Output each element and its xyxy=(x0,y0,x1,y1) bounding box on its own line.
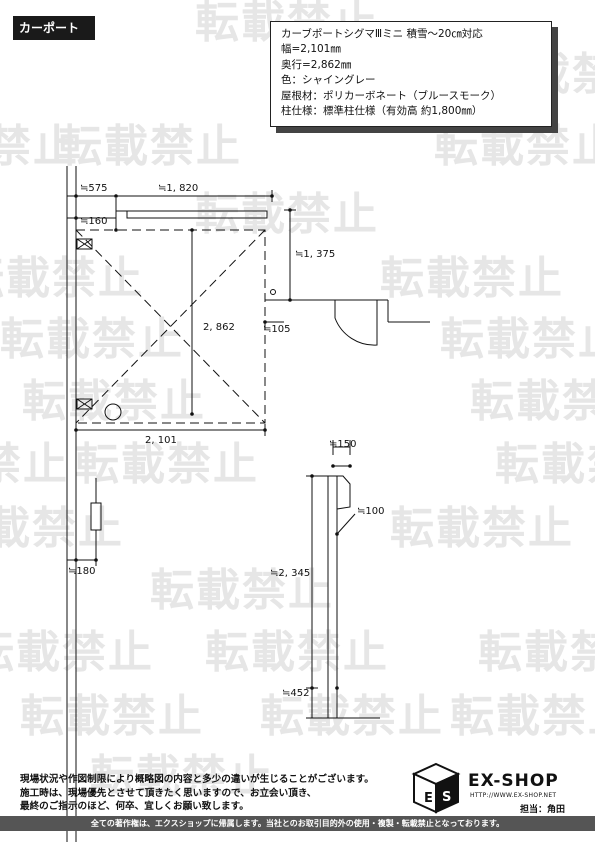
dim-label-150: ≒150 xyxy=(329,439,356,450)
wall-marker xyxy=(90,502,102,531)
pillar-top-mark xyxy=(76,238,93,250)
dim-label-2345: ≒2, 345 xyxy=(270,568,310,579)
notice-line: 現場状況や作図制限により概略図の内容と多少の違いが生じることがございます。 xyxy=(20,774,374,785)
dim-dot xyxy=(190,412,194,416)
brand-url: HTTP://WWW.EX-SHOP.NET xyxy=(470,792,557,799)
spec-depth: 奥行=2,862㎜ xyxy=(281,58,352,71)
roof-diagonal-a xyxy=(75,229,266,424)
dim-dot xyxy=(74,558,78,562)
dim-dot xyxy=(263,320,267,324)
dim-dot xyxy=(331,464,335,468)
dim-leader-100 xyxy=(336,513,356,535)
notice-line: 施工時は、現場優先とさせて頂きたく思いますので、お立会い頂き、 xyxy=(20,787,317,799)
dim-label-160: ≒160 xyxy=(80,216,107,227)
drain-circle xyxy=(104,403,122,421)
dim-label-2101: 2, 101 xyxy=(145,435,177,446)
spec-pillar: 柱仕様：標準柱仕様（有効高 約1,800㎜） xyxy=(281,105,483,118)
pillar-top xyxy=(76,238,93,250)
notice-text: 現場状況や作図制限により概略図の内容と多少の違いが生じることがございます。 施工… xyxy=(20,773,374,814)
dim-label-1820: ≒1, 820 xyxy=(158,183,198,194)
dim-dot xyxy=(94,558,98,562)
spec-roof-material: 屋根材：ポリカーボネート（ブルースモーク） xyxy=(281,89,501,102)
corner-marker xyxy=(270,289,276,295)
dim-dot xyxy=(74,216,78,220)
dim-dot xyxy=(74,428,78,432)
dim-dot xyxy=(74,194,78,198)
brand-logo-icon: E S xyxy=(411,762,461,814)
dim-dot xyxy=(348,464,352,468)
spec-product-name: カーブポートシグマⅢミニ 積雪～20㎝対応 xyxy=(281,28,483,40)
spec-color: 色：シャイングレー xyxy=(281,74,376,87)
dim-dot xyxy=(310,686,314,690)
gutter-beam xyxy=(126,210,268,219)
dim-label-180: ≒180 xyxy=(68,566,95,577)
pillar-bottom xyxy=(76,398,93,410)
dim-dot xyxy=(288,298,292,302)
roof-head xyxy=(328,475,351,510)
dim-dot xyxy=(114,194,118,198)
dim-dot xyxy=(263,428,267,432)
notice-line: 最終のご指示のほど、何卒、宜しくお願い致します。 xyxy=(20,801,249,812)
pillar-bottom-mark xyxy=(76,398,93,410)
dim-label-2862: 2, 862 xyxy=(203,322,235,333)
roof-diagonal-b xyxy=(75,229,266,424)
roof-outline xyxy=(75,229,266,424)
dim-dot xyxy=(270,194,274,198)
dim-label-105: ≒105 xyxy=(263,324,290,335)
dim-dot xyxy=(335,686,339,690)
staff-name: 担当：角田 xyxy=(520,805,566,815)
brand-name: EX-SHOP xyxy=(468,771,559,791)
door-swing xyxy=(334,300,378,346)
dim-dot xyxy=(288,208,292,212)
dim-dot xyxy=(335,532,339,536)
dim-dot xyxy=(114,228,118,232)
dim-label-452: ≒452 xyxy=(282,688,309,699)
section-badge: カーポート xyxy=(13,16,95,40)
spec-box: カーブポートシグマⅢミニ 積雪～20㎝対応 幅=2,101㎜ 奥行=2,862㎜… xyxy=(270,21,552,127)
dim-dot xyxy=(190,228,194,232)
copyright-footer: 全ての著作権は、エクスショップに帰属します。当社とのお取引目的外の使用・複製・転… xyxy=(0,816,595,831)
svg-text:E: E xyxy=(424,791,433,806)
svg-text:S: S xyxy=(442,790,451,805)
dim-dot xyxy=(310,474,314,478)
dim-label-100: ≒100 xyxy=(357,506,384,517)
dim-label-575: ≒575 xyxy=(80,183,107,194)
dim-label-1375: ≒1, 375 xyxy=(295,249,335,260)
spec-width: 幅=2,101㎜ xyxy=(281,43,341,56)
